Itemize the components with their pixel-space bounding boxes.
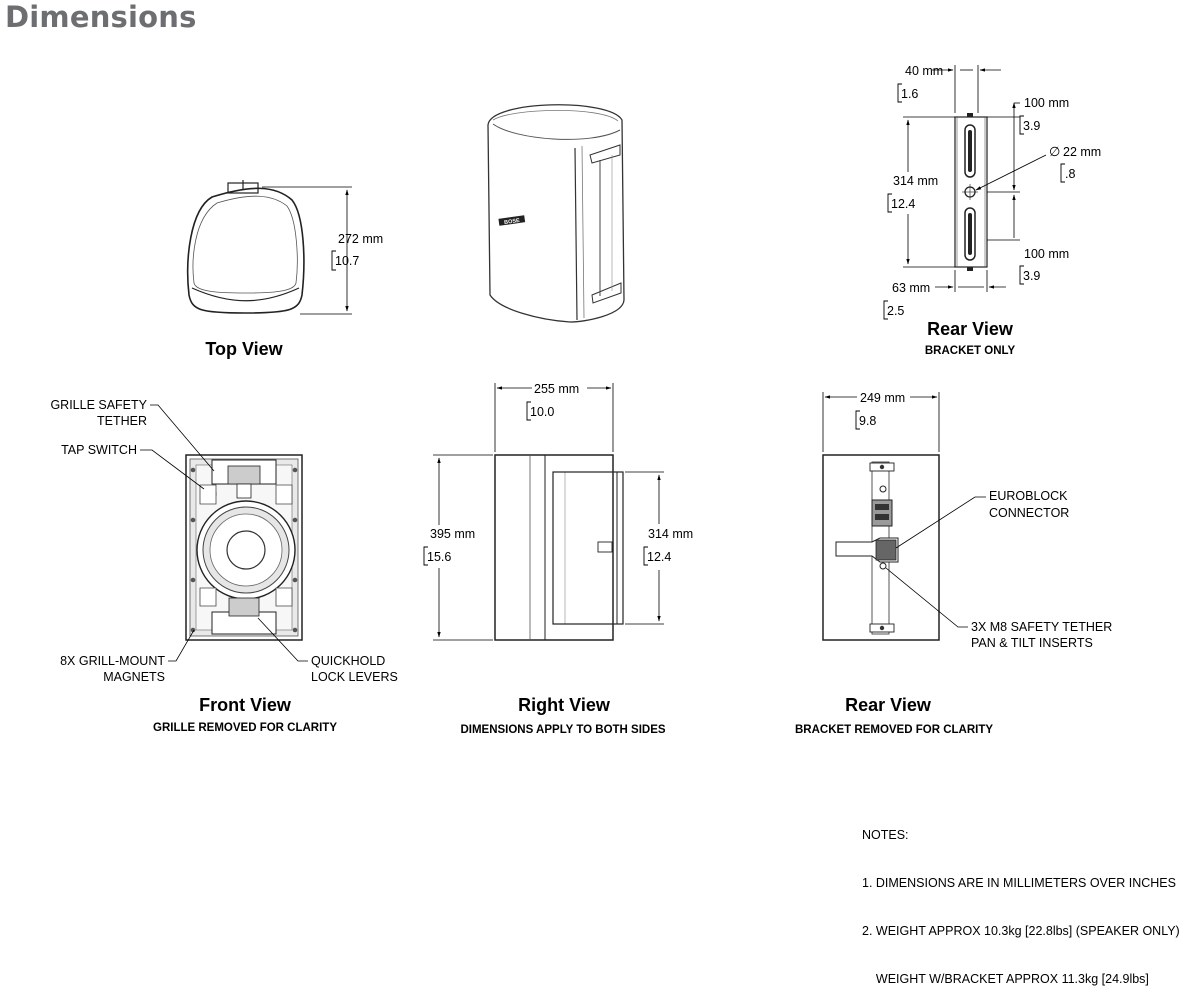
bracket-view-title: Rear View	[927, 319, 1014, 339]
bracket-width-top-mm: 40 mm	[905, 64, 943, 78]
front-dust-cap	[226, 530, 266, 570]
front-view-subtitle: GRILLE REMOVED FOR CLARITY	[153, 722, 337, 734]
bracket-width-bottom-in: 2.5	[887, 304, 904, 318]
top-view-dim-in: 10.7	[335, 254, 359, 268]
callout-quickhold-line1: QUICKHOLD	[311, 654, 385, 668]
bracket-hole-symbol: ∅	[1049, 144, 1060, 159]
right-view-bracket-in: 12.4	[647, 550, 671, 564]
top-view-title: Top View	[205, 339, 283, 359]
callout-grille-tether-line1: GRILLE SAFETY	[50, 398, 147, 412]
front-view: GRILLE SAFETY TETHER TAP SWITCH 8X GRILL…	[50, 398, 397, 734]
right-view-body	[494, 454, 614, 641]
rear-view-subtitle: BRACKET REMOVED FOR CLARITY	[795, 724, 993, 736]
bracket-height-mm: 314 mm	[893, 174, 938, 188]
rear-view-title: Rear View	[845, 695, 932, 715]
callout-tap-switch: TAP SWITCH	[61, 443, 137, 457]
product-logo: BOSE	[504, 218, 521, 226]
rear-bracket-view: 40 mm 1.6 100 mm 3.9 ∅ 22 mm .8 314 mm 1	[883, 64, 1101, 357]
right-view-height-in: 15.6	[427, 550, 451, 564]
bracket-slot-bottom-mm: 100 mm	[1024, 247, 1069, 261]
right-view-depth-mm: 255 mm	[534, 382, 579, 396]
top-view-dim-mm: 272 mm	[338, 232, 383, 246]
bracket-slot-top-in: 3.9	[1023, 119, 1040, 133]
callout-euroblock-line1: EUROBLOCK	[989, 489, 1068, 503]
notes-line3: WEIGHT W/BRACKET APPROX 11.3kg [24.9lbs]	[862, 972, 1149, 986]
callout-euroblock-line2: CONNECTOR	[989, 506, 1069, 520]
callout-inserts-line1: 3X M8 SAFETY TETHER	[971, 620, 1112, 634]
notes-heading: NOTES:	[862, 828, 909, 842]
front-view-title: Front View	[199, 695, 292, 715]
bracket-slot-top-mm: 100 mm	[1024, 96, 1069, 110]
right-view-title: Right View	[518, 695, 611, 715]
top-view: 272 mm 10.7 Top View	[186, 180, 383, 359]
bracket-width-top-in: 1.6	[901, 87, 918, 101]
notes-line1: 1. DIMENSIONS ARE IN MILLIMETERS OVER IN…	[862, 876, 1176, 890]
right-view-height-mm: 395 mm	[430, 527, 475, 541]
bracket-slot-bottom-in: 3.9	[1023, 269, 1040, 283]
rear-view-width-in: 9.8	[859, 414, 876, 428]
product-3d-view: BOSE	[487, 104, 625, 323]
right-view-bracket-mm: 314 mm	[648, 527, 693, 541]
callout-grille-tether-line2: TETHER	[97, 414, 147, 428]
rear-view-width-mm: 249 mm	[860, 391, 905, 405]
callout-quickhold-line2: LOCK LEVERS	[311, 670, 398, 684]
euroblock-connector	[871, 499, 893, 527]
notes: NOTES: 1. DIMENSIONS ARE IN MILLIMETERS …	[862, 795, 1180, 1003]
right-view: 255 mm 10.0 395 mm 15.6 314 mm 12.4 Righ…	[423, 382, 693, 736]
safety-insert	[879, 562, 887, 570]
bracket-height-in: 12.4	[891, 197, 915, 211]
top-view-outline	[186, 187, 305, 314]
callout-magnets-line1: 8X GRILL-MOUNT	[60, 654, 165, 668]
notes-line2: 2. WEIGHT APPROX 10.3kg [22.8lbs] (SPEAK…	[862, 924, 1180, 938]
callout-inserts-line2: PAN & TILT INSERTS	[971, 636, 1093, 650]
bracket-hole-dia-mm: 22 mm	[1063, 145, 1101, 159]
bracket-view-subtitle: BRACKET ONLY	[925, 345, 1016, 357]
page-title: Dimensions	[5, 0, 197, 34]
right-view-bracket	[552, 471, 624, 625]
bracket-hole-dia-in: .8	[1065, 167, 1075, 181]
callout-magnets-line2: MAGNETS	[103, 670, 165, 684]
right-view-subtitle: DIMENSIONS APPLY TO BOTH SIDES	[460, 724, 665, 736]
right-view-depth-in: 10.0	[530, 405, 554, 419]
dimension-drawing: 272 mm 10.7 Top View BOSE	[50, 64, 1112, 736]
rear-view: 249 mm 9.8 EUROBLOCK CONNECTOR 3X M8 SAF…	[795, 391, 1112, 736]
bracket-width-bottom-mm: 63 mm	[892, 281, 930, 295]
